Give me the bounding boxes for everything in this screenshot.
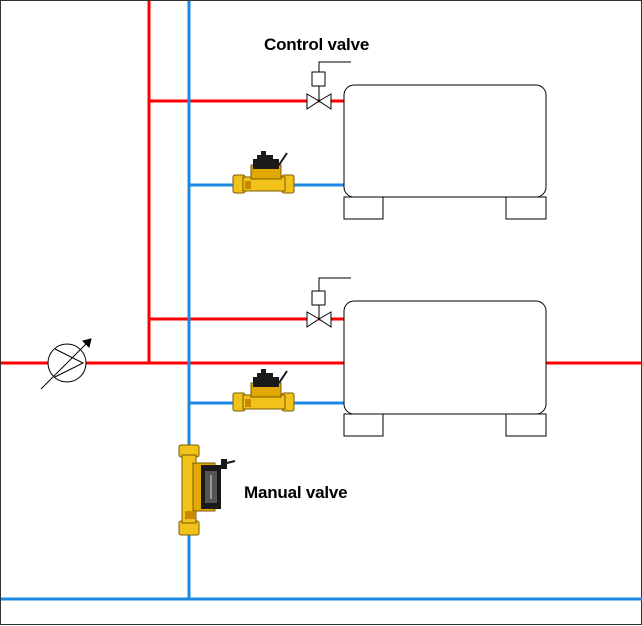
balancing-valve-icon [232, 151, 295, 194]
terminal-unit-icon [343, 300, 547, 437]
pump-symbol-icon [40, 338, 92, 390]
control-valve-icon [306, 61, 351, 110]
control-valve-icon [306, 277, 351, 328]
balancing-valve-icon [232, 369, 295, 412]
manual-valve-label: Manual valve [244, 483, 348, 502]
terminal-unit-icon [343, 84, 547, 220]
control-valve-label: Control valve [264, 35, 370, 54]
manual-valve-icon [178, 444, 236, 536]
